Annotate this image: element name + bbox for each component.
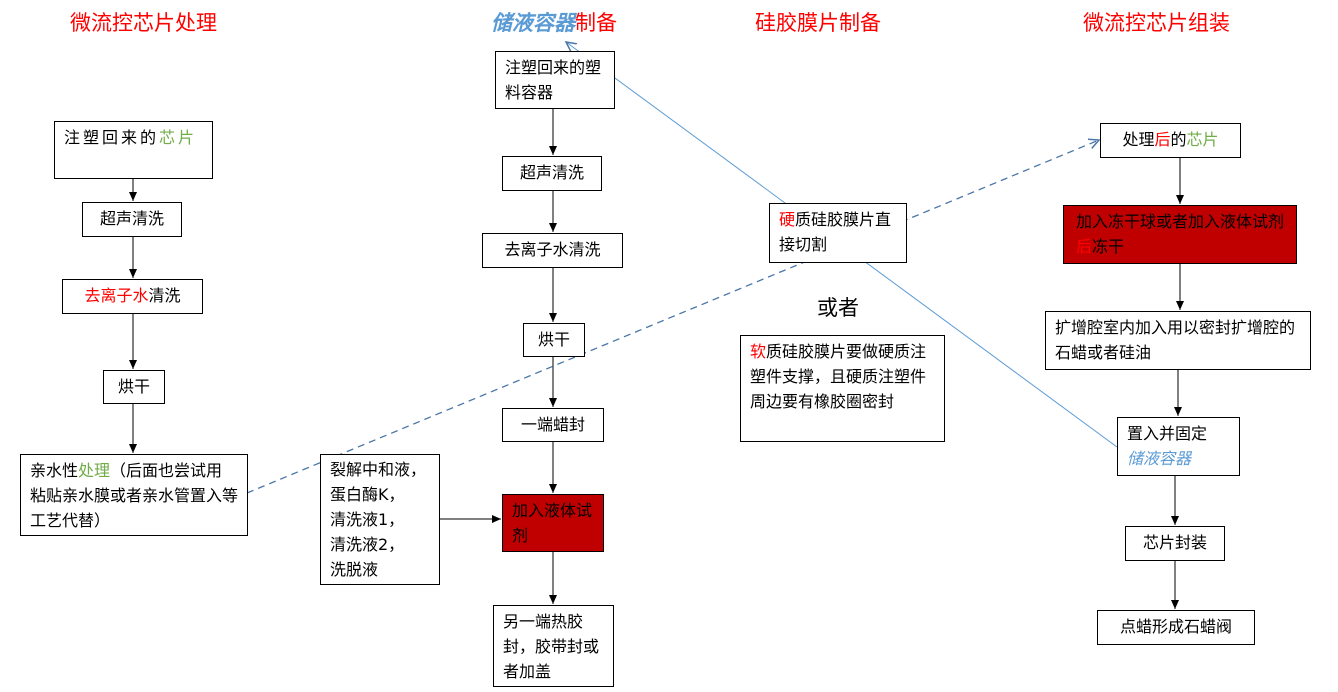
hard-membrane-box: 硬质硅胶膜片直接切割 bbox=[769, 203, 907, 263]
chip-highlight: 芯片 bbox=[159, 128, 198, 147]
step-text: 置入并固定 bbox=[1127, 424, 1208, 443]
step-dry: 烘干 bbox=[103, 370, 165, 404]
membrane-prep-title: 硅胶膜片制备 bbox=[755, 11, 881, 35]
di-water-highlight: 去离子水 bbox=[84, 286, 149, 305]
reagent-item: 清洗液1， bbox=[330, 510, 405, 529]
step-wax-valve: 点蜡形成石蜡阀 bbox=[1097, 610, 1255, 645]
step-dry-container: 烘干 bbox=[523, 323, 585, 357]
step-ultrasonic: 超声清洗 bbox=[82, 202, 182, 237]
title-prep: 制备 bbox=[575, 11, 617, 35]
reagent-item: 洗脱液 bbox=[330, 560, 379, 579]
step-ultrasonic-container: 超声清洗 bbox=[502, 156, 602, 191]
container-prep-title: 储液容器制备 bbox=[491, 7, 617, 37]
container-highlight: 储液容器 bbox=[1127, 449, 1192, 468]
chip-highlight: 芯片 bbox=[1186, 130, 1219, 149]
step-molded-container: 注塑回来的塑料容器 bbox=[495, 51, 615, 109]
assembly-title: 微流控芯片组装 bbox=[1083, 11, 1230, 35]
title-container: 储液容器 bbox=[491, 11, 575, 35]
step-insert-container: 置入并固定储液容器 bbox=[1117, 417, 1240, 476]
step-wax-seal: 一端蜡封 bbox=[502, 408, 604, 442]
step-freeze-dry: 加入冻干球或者加入液体试剂后冻干 bbox=[1063, 205, 1297, 264]
reagent-item: 清洗液2， bbox=[330, 535, 405, 554]
step-chip-package: 芯片封装 bbox=[1125, 526, 1225, 561]
step-text: 质硅胶膜片要做硬质注塑件支撑，且硬质注塑件周边要有橡胶圈密封 bbox=[750, 342, 927, 411]
step-text: 质硅胶膜片直接切割 bbox=[779, 210, 892, 254]
step-treated-chip: 处理后的芯片 bbox=[1100, 123, 1241, 158]
step-text: 冻干 bbox=[1092, 237, 1125, 256]
dashed-link-arrow bbox=[246, 140, 1099, 494]
step-hydrophilic: 亲水性处理（后面也尝试用粘贴亲水膜或者亲水管置入等工艺代替） bbox=[20, 454, 248, 536]
step-text: 清洗 bbox=[148, 286, 181, 305]
step-molded-chip: 注塑回来的芯片 bbox=[54, 121, 213, 179]
soft-membrane-box: 软质硅胶膜片要做硬质注塑件支撑，且硬质注塑件周边要有橡胶圈密封 bbox=[740, 335, 945, 442]
step-text: 注塑回来的 bbox=[64, 128, 160, 147]
after-highlight: 后 bbox=[1076, 237, 1093, 256]
reagent-item: 裂解中和液， bbox=[330, 460, 427, 479]
step-note: （后面也尝试用粘贴亲水膜或者亲水管置入等工艺代替） bbox=[30, 461, 239, 530]
step-text: 加入冻干球或者加入液体试剂 bbox=[1076, 212, 1285, 231]
reagent-list: 裂解中和液， 蛋白酶K， 清洗液1， 清洗液2， 洗脱液 bbox=[320, 454, 440, 585]
hard-highlight: 硬 bbox=[779, 210, 796, 229]
step-add-reagent: 加入液体试剂 bbox=[502, 494, 604, 552]
soft-highlight: 软 bbox=[750, 342, 767, 361]
step-text: 亲水性 bbox=[30, 461, 79, 480]
treatment-highlight: 处理 bbox=[78, 461, 111, 480]
step-di-water-container: 去离子水清洗 bbox=[482, 233, 623, 268]
step-di-water: 去离子水清洗 bbox=[62, 279, 203, 314]
or-label: 或者 bbox=[817, 296, 859, 320]
step-text: 的 bbox=[1170, 130, 1187, 149]
reagent-item: 蛋白酶K， bbox=[330, 485, 405, 504]
step-text: 处理 bbox=[1122, 130, 1155, 149]
step-seal-other-end: 另一端热胶封，胶带封或者加盖 bbox=[493, 605, 614, 687]
chip-processing-title: 微流控芯片处理 bbox=[70, 11, 217, 35]
flow-arrows bbox=[129, 108, 1184, 609]
step-paraffin-oil: 扩增腔室内加入用以密封扩增腔的石蜡或者硅油 bbox=[1045, 311, 1311, 370]
after-highlight: 后 bbox=[1154, 130, 1171, 149]
